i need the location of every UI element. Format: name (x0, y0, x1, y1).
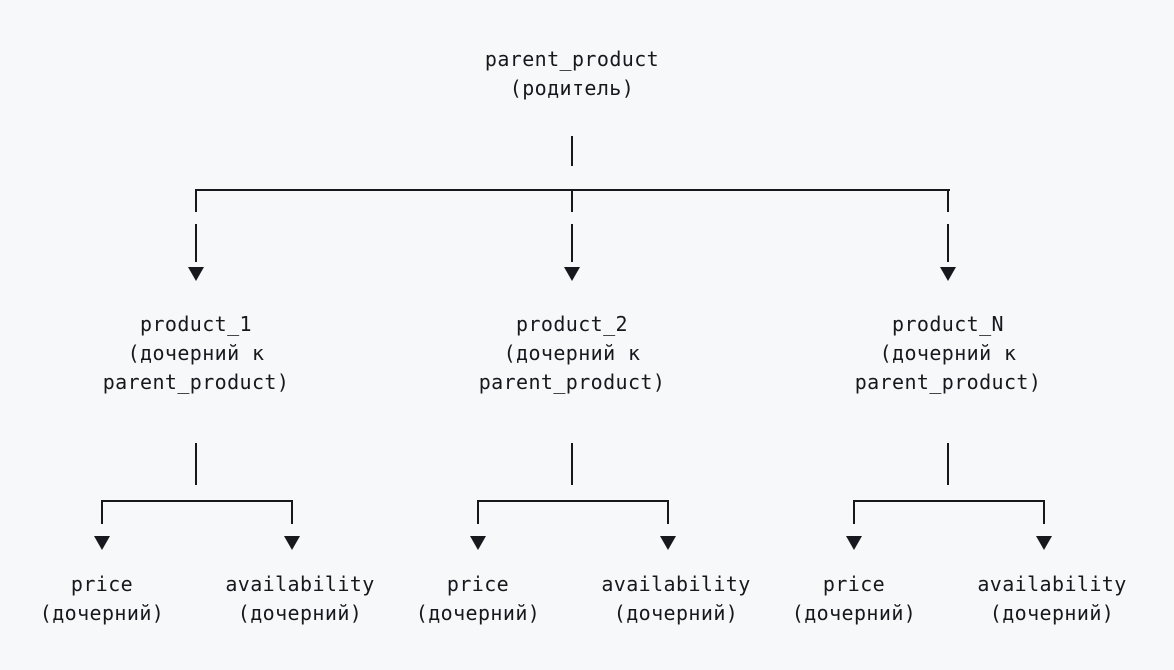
connector-level1-stub-2 (571, 189, 573, 212)
node-availability-2: availability (дочерний) (601, 570, 750, 628)
node-product-1-name: product_1 (140, 312, 252, 336)
node-parent-product-role: (родитель) (509, 76, 635, 100)
arrowhead-to-price-2 (470, 536, 486, 550)
node-availability-3: availability (дочерний) (977, 570, 1126, 628)
connector-product-1-bus (101, 500, 293, 502)
node-availability-1: availability (дочерний) (225, 570, 374, 628)
node-parent-product: parent_product (родитель) (485, 45, 659, 103)
connector-level1-stub-3 (947, 189, 949, 212)
connector-product-2-bus (477, 500, 669, 502)
connector-product-3-bus (853, 500, 1045, 502)
node-parent-product-name: parent_product (484, 47, 660, 71)
node-price-1-role: (дочерний) (39, 601, 165, 625)
node-price-2-role: (дочерний) (415, 601, 541, 625)
connector-product-2-stem (571, 443, 573, 485)
node-product-2-role-line2: parent_product) (478, 370, 666, 394)
connector-product-1-stem (195, 443, 197, 485)
connector-level1-drop-1 (195, 224, 197, 262)
node-product-3: product_N (дочерний к parent_product) (855, 310, 1042, 397)
connector-product-3-stem (947, 443, 949, 485)
node-product-1-role-line2: parent_product) (102, 370, 290, 394)
node-product-3-role-line2: parent_product) (854, 370, 1042, 394)
node-product-2-role-line1: (дочерний к (503, 341, 641, 365)
node-product-3-role-line1: (дочерний к (879, 341, 1017, 365)
node-price-3-name: price (822, 572, 886, 596)
connector-leaf-drop-2a (477, 500, 479, 524)
arrowhead-to-product-1 (188, 267, 204, 281)
connector-leaf-drop-2b (667, 500, 669, 524)
connector-leaf-drop-1b (291, 500, 293, 524)
arrowhead-to-availability-3 (1036, 536, 1052, 550)
connector-leaf-drop-1a (101, 500, 103, 524)
node-price-2: price (дочерний) (416, 570, 540, 628)
node-product-1: product_1 (дочерний к parent_product) (103, 310, 290, 397)
connector-level1-drop-3 (947, 224, 949, 262)
node-availability-1-name: availability (225, 572, 375, 596)
arrowhead-to-availability-2 (660, 536, 676, 550)
connector-leaf-drop-3a (853, 500, 855, 524)
arrowhead-to-product-3 (940, 267, 956, 281)
connector-level1-stub-1 (195, 189, 197, 212)
connector-root-stem (571, 136, 573, 166)
node-availability-3-role: (дочерний) (989, 601, 1115, 625)
arrowhead-to-product-2 (564, 267, 580, 281)
node-product-3-name: product_N (892, 312, 1004, 336)
node-price-1: price (дочерний) (40, 570, 164, 628)
node-availability-2-role: (дочерний) (613, 601, 739, 625)
node-price-3: price (дочерний) (792, 570, 916, 628)
node-availability-1-role: (дочерний) (237, 601, 363, 625)
arrowhead-to-availability-1 (284, 536, 300, 550)
arrowhead-to-price-3 (846, 536, 862, 550)
connector-level1-drop-2 (571, 224, 573, 262)
node-availability-2-name: availability (601, 572, 751, 596)
connector-leaf-drop-3b (1043, 500, 1045, 524)
node-price-3-role: (дочерний) (791, 601, 917, 625)
node-product-2: product_2 (дочерний к parent_product) (479, 310, 666, 397)
node-price-2-name: price (446, 572, 510, 596)
node-product-1-role-line1: (дочерний к (127, 341, 265, 365)
node-product-2-name: product_2 (516, 312, 628, 336)
node-availability-3-name: availability (977, 572, 1127, 596)
arrowhead-to-price-1 (94, 536, 110, 550)
node-price-1-name: price (70, 572, 134, 596)
